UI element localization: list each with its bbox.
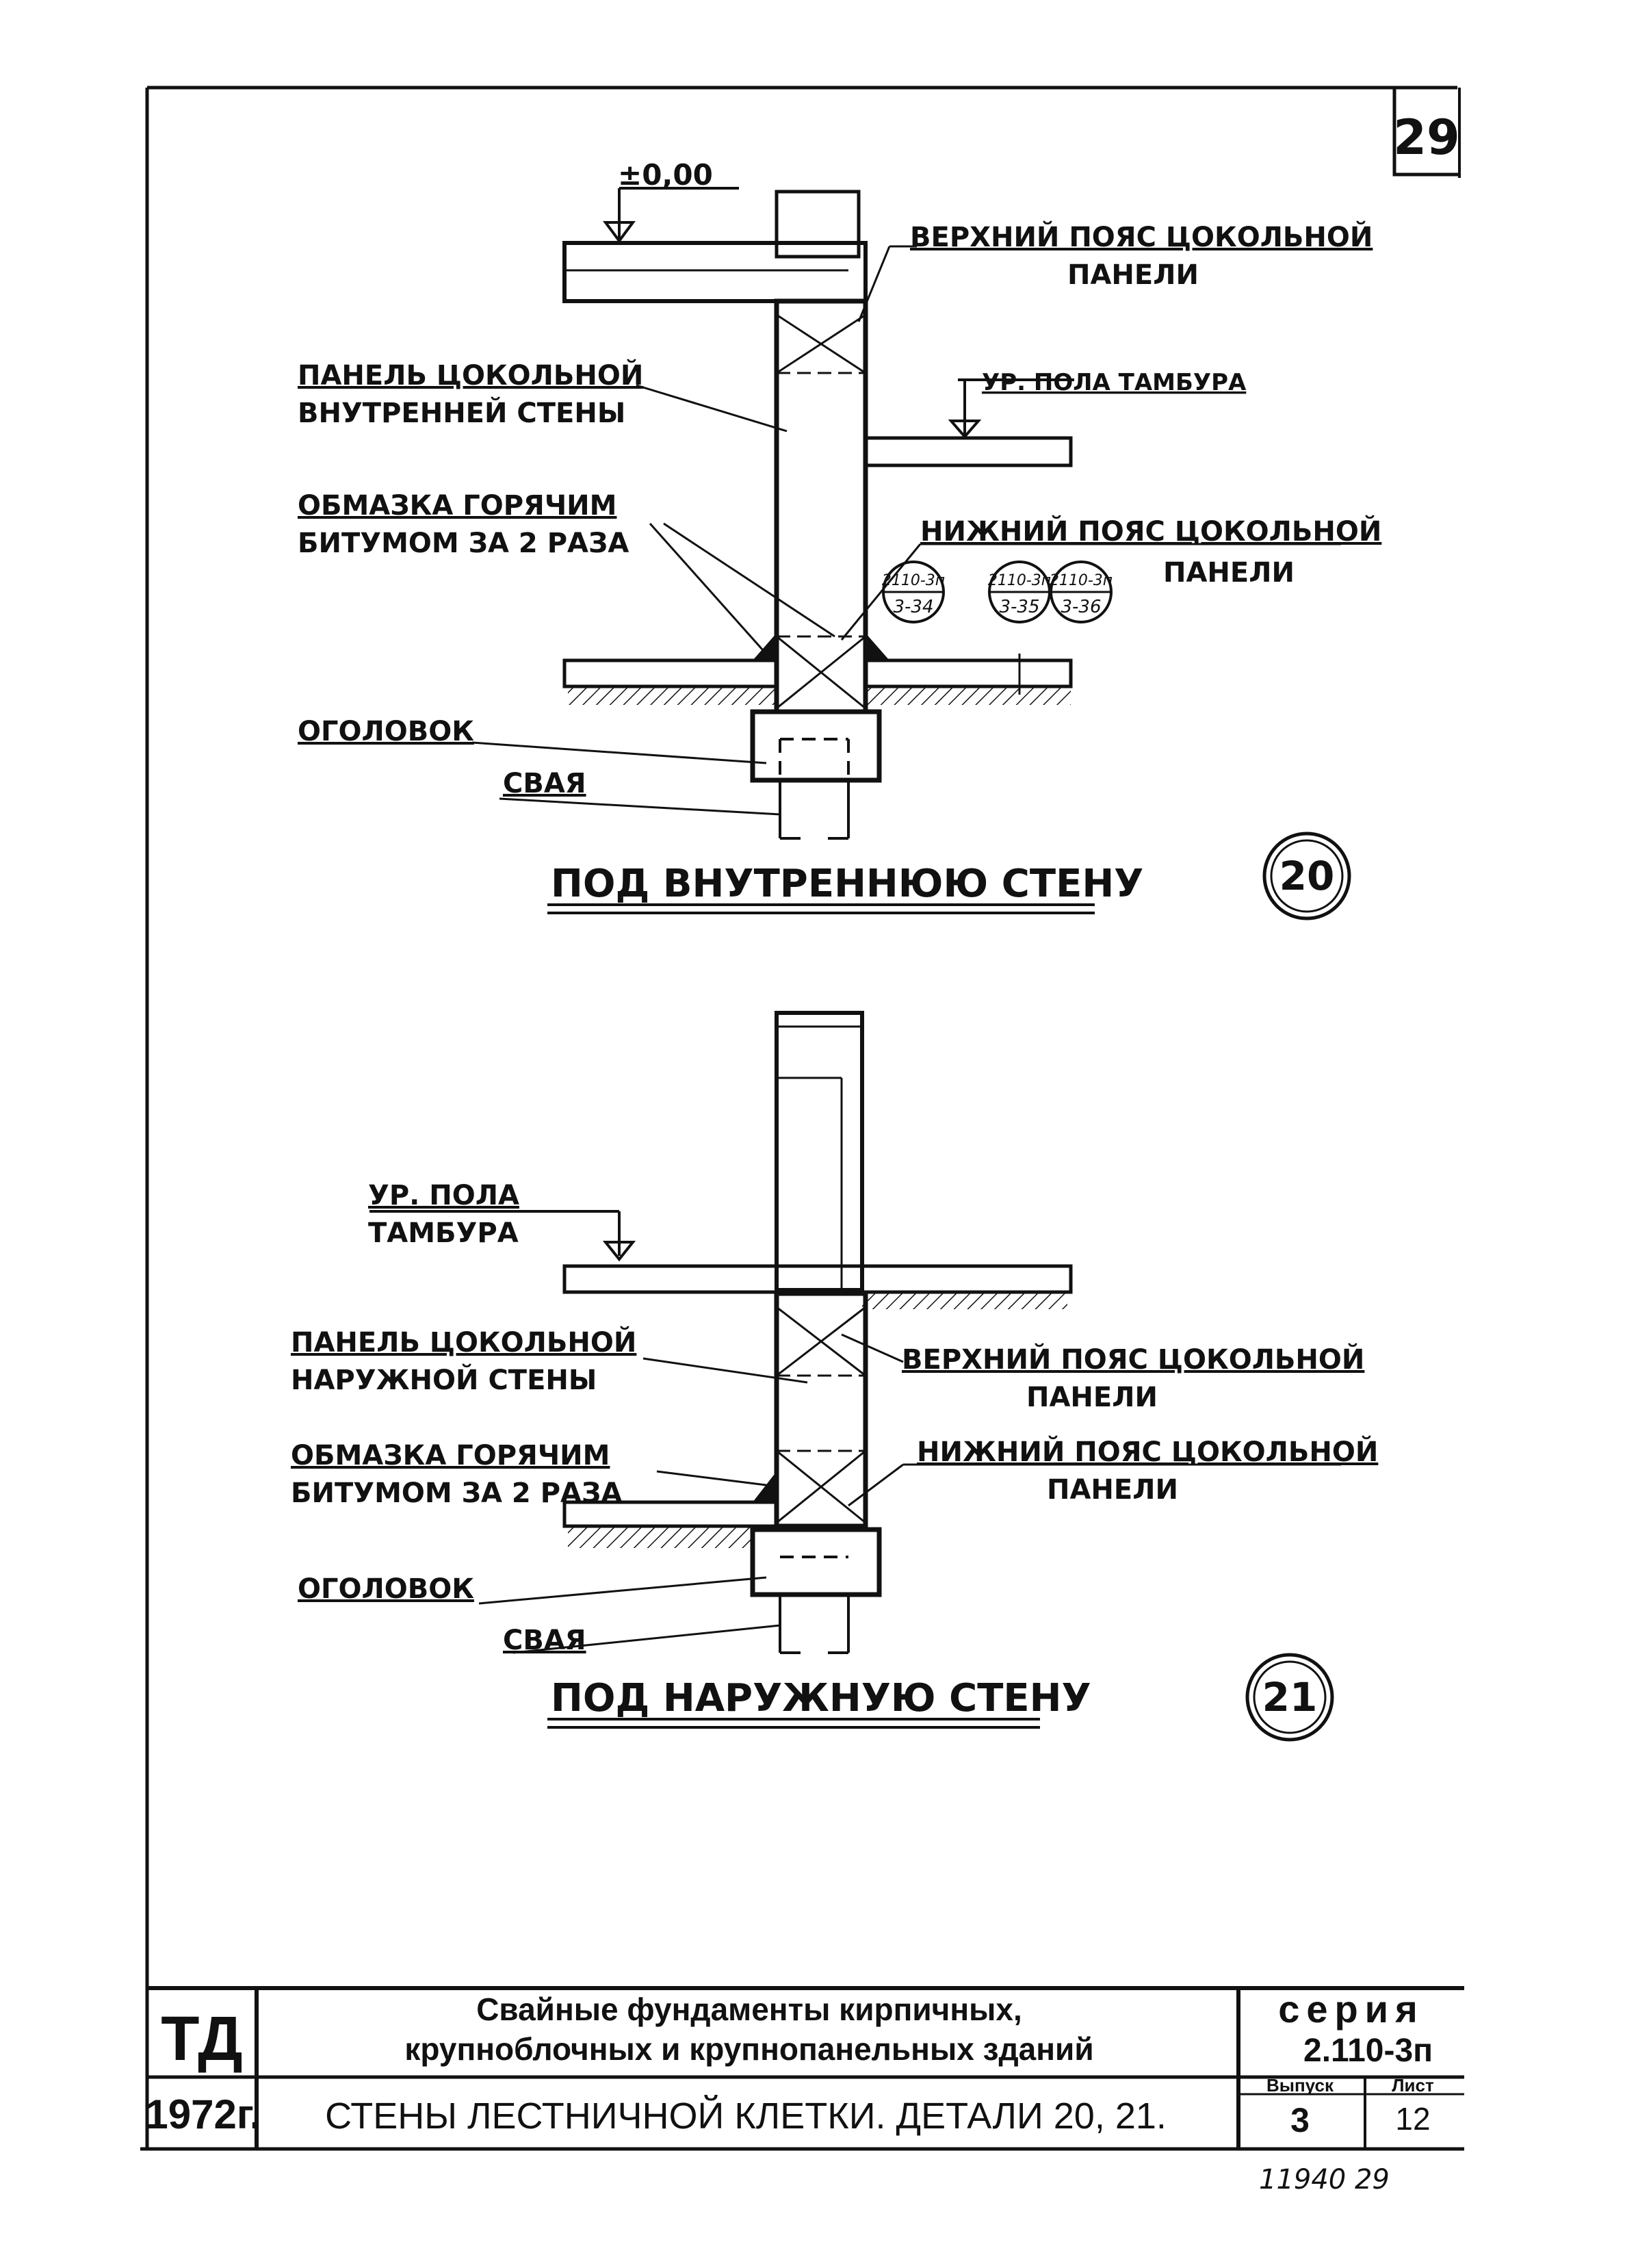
svg-text:3-36: 3-36	[1061, 597, 1101, 617]
d20-upper-belt-label-2: ПАНЕЛИ	[1067, 259, 1199, 291]
title-line-1: Свайные фундаменты кирпичных,	[476, 1992, 1022, 2027]
year: 1972г.	[145, 2091, 261, 2137]
d20-lower-belt-label-1: НИЖНИЙ ПОЯС ЦОКОЛЬНОЙ	[920, 515, 1381, 547]
d20-number-circle: 20	[1262, 832, 1351, 920]
series-value: 2.110-3п	[1303, 2033, 1433, 2069]
issue-label: Выпуск	[1266, 2075, 1334, 2096]
d20-lower-belt-label-2: ПАНЕЛИ	[1163, 557, 1295, 589]
d20-cap-label: ОГОЛОВОК	[298, 716, 474, 747]
d21-cap-label: ОГОЛОВОК	[298, 1573, 474, 1605]
svg-text:2110-3п: 2110-3п	[882, 572, 945, 589]
d21-lower-belt-label-2: ПАНЕЛИ	[1047, 1474, 1178, 1506]
detail-21-drawing	[369, 1011, 1341, 1654]
reference-circle-3: 2110-3п 3-36	[1050, 560, 1113, 623]
d20-number: 20	[1279, 853, 1335, 899]
d21-bitumen-label-1: ОБМАЗКА ГОРЯЧИМ	[291, 1440, 610, 1471]
d21-number: 21	[1262, 1674, 1318, 1721]
d20-panel-label-2: ВНУТРЕННЕЙ СТЕНЫ	[298, 396, 625, 429]
d21-number-circle: 21	[1245, 1653, 1334, 1742]
issue-value: 3	[1290, 2101, 1310, 2139]
subtitle: СТЕНЫ ЛЕСТНИЧНОЙ КЛЕТКИ. ДЕТАЛИ 20, 21.	[325, 2095, 1167, 2137]
svg-text:3-35: 3-35	[999, 597, 1039, 617]
reference-circle-2: 2110-3п 3-35	[988, 560, 1051, 623]
d21-panel-label-1: ПАНЕЛЬ ЦОКОЛЬНОЙ	[291, 1326, 636, 1358]
d21-lower-belt-label-1: НИЖНИЙ ПОЯС ЦОКОЛЬНОЙ	[917, 1435, 1378, 1468]
footer-note: 11940 29	[1259, 2164, 1390, 2195]
d20-floor-level-label: УР. ПОЛА ТАМБУРА	[982, 369, 1247, 396]
detail-20-drawing	[471, 187, 1341, 840]
sheet-number: 29	[1393, 109, 1459, 166]
d21-title: ПОД НАРУЖНУЮ СТЕНУ	[551, 1676, 1091, 1721]
d20-bitumen-label-2: БИТУМОМ ЗА 2 РАЗА	[298, 528, 629, 559]
d21-floor-label-1: УР. ПОЛА	[368, 1180, 519, 1211]
sheet-value: 12	[1395, 2101, 1430, 2137]
sheet-frame	[140, 86, 1464, 2151]
d20-pile-label: СВАЯ	[503, 768, 586, 799]
sheet-number-box: 29	[1392, 88, 1460, 177]
svg-text:2110-3п: 2110-3п	[1050, 572, 1113, 589]
reference-circle-1: 2110-3п 3-34	[882, 560, 945, 623]
org-code: ТД	[161, 2004, 242, 2074]
d20-bitumen-label-1: ОБМАЗКА ГОРЯЧИМ	[298, 490, 616, 521]
d20-panel-label-1: ПАНЕЛЬ ЦОКОЛЬНОЙ	[298, 359, 643, 391]
level-mark: ±0,00	[618, 158, 713, 192]
svg-text:2110-3п: 2110-3п	[988, 572, 1051, 589]
d20-upper-belt-label-1: ВЕРХНИЙ ПОЯС ЦОКОЛЬНОЙ	[910, 220, 1373, 253]
d21-panel-label-2: НАРУЖНОЙ СТЕНЫ	[291, 1363, 597, 1396]
sheet-label: Лист	[1392, 2075, 1434, 2096]
title-line-2: крупноблочных и крупнопанельных зданий	[404, 2031, 1093, 2067]
d21-floor-label-2: ТАМБУРА	[368, 1217, 519, 1249]
svg-text:3-34: 3-34	[893, 597, 933, 617]
d21-pile-label: СВАЯ	[503, 1625, 586, 1656]
d21-upper-belt-label-1: ВЕРХНИЙ ПОЯС ЦОКОЛЬНОЙ	[902, 1343, 1364, 1376]
d21-bitumen-label-2: БИТУМОМ ЗА 2 РАЗА	[291, 1478, 622, 1509]
series-label: серия	[1278, 1987, 1425, 2031]
d20-title: ПОД ВНУТРЕННЮЮ СТЕНУ	[551, 862, 1143, 906]
d21-upper-belt-label-2: ПАНЕЛИ	[1026, 1382, 1158, 1413]
title-block	[147, 1986, 1464, 2149]
